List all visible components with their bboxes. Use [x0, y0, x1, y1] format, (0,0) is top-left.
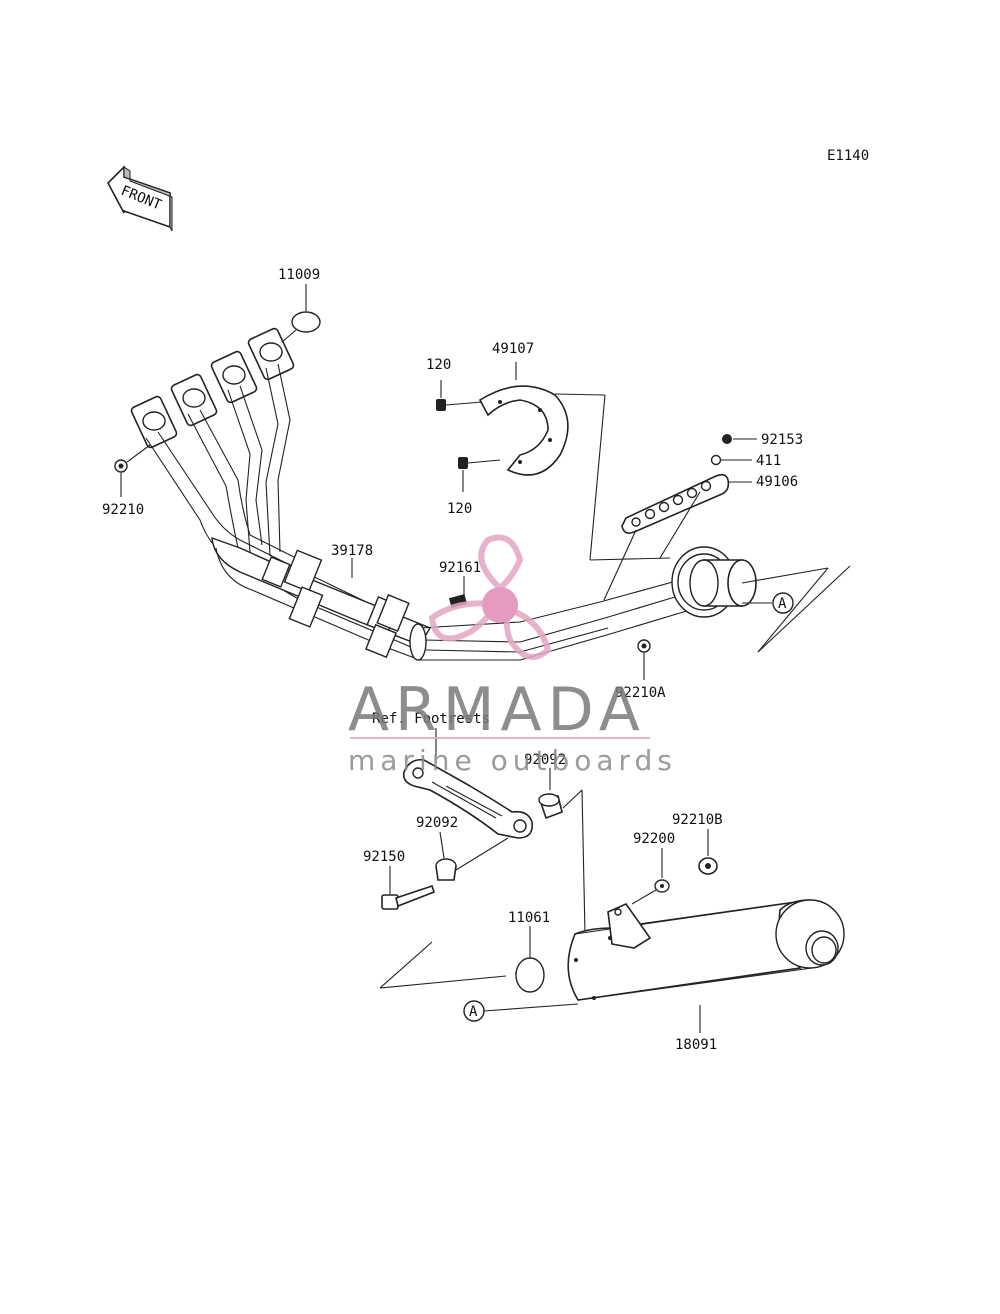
label-92210A: 92210A — [615, 685, 666, 701]
watermark-brand: ARMADA — [348, 675, 646, 745]
gasket-11061 — [515, 926, 545, 993]
bolt-92153 — [722, 434, 757, 444]
nut-92210A — [637, 639, 651, 680]
header-flange-1 — [130, 395, 178, 449]
label-39178: 39178 — [331, 543, 373, 559]
gasket-11009 — [281, 284, 321, 343]
label-92092-right: 92092 — [524, 752, 566, 768]
label-92153: 92153 — [761, 432, 803, 448]
bolt-120-bottom — [458, 457, 501, 492]
silencer-18091 — [567, 899, 845, 1033]
heat-shield-49107 — [478, 385, 569, 476]
label-92150: 92150 — [363, 849, 405, 865]
ref-footrests-label: Ref. Footrests — [372, 711, 490, 727]
rubber-92092-right — [538, 768, 586, 935]
label-11061: 11061 — [508, 910, 550, 926]
label-411: 411 — [756, 453, 781, 469]
bolt-92150 — [381, 866, 435, 910]
ref-marker-a-lower: A — [463, 1000, 579, 1022]
label-120-top: 120 — [426, 357, 451, 373]
footrest-bracket — [402, 728, 534, 839]
svg-text:A: A — [778, 596, 787, 612]
label-120-bottom: 120 — [447, 501, 472, 517]
propeller-logo-icon — [428, 534, 552, 661]
nut-92210B — [698, 829, 718, 875]
header-pipes — [130, 327, 691, 661]
watermark-tagline: marine outboards — [348, 744, 677, 777]
label-92210: 92210 — [102, 502, 144, 518]
label-11009: 11009 — [278, 267, 320, 283]
washer-411 — [710, 454, 752, 466]
label-92200: 92200 — [633, 831, 675, 847]
front-arrow-icon: FRONT — [107, 165, 173, 232]
header-flange-2 — [170, 373, 218, 427]
bracket-49106 — [603, 473, 752, 601]
svg-text:A: A — [469, 1004, 478, 1020]
bolt-120-top — [436, 380, 483, 411]
washer-92200 — [631, 848, 670, 905]
label-92092-left: 92092 — [416, 815, 458, 831]
label-92210B: 92210B — [672, 812, 723, 828]
rubber-92092-left — [435, 831, 509, 881]
nut-92210 — [114, 444, 151, 497]
label-92161: 92161 — [439, 560, 481, 576]
silencer-inlet — [671, 546, 851, 653]
diagram-code: E1140 — [827, 148, 869, 164]
header-flange-4 — [247, 327, 295, 381]
label-18091: 18091 — [675, 1037, 717, 1053]
ref-marker-a-upper: A — [742, 592, 794, 614]
label-49106: 49106 — [756, 474, 798, 490]
header-flange-3 — [210, 350, 258, 404]
watermark: ARMADA marine outboards — [348, 534, 677, 777]
label-49107: 49107 — [492, 341, 534, 357]
